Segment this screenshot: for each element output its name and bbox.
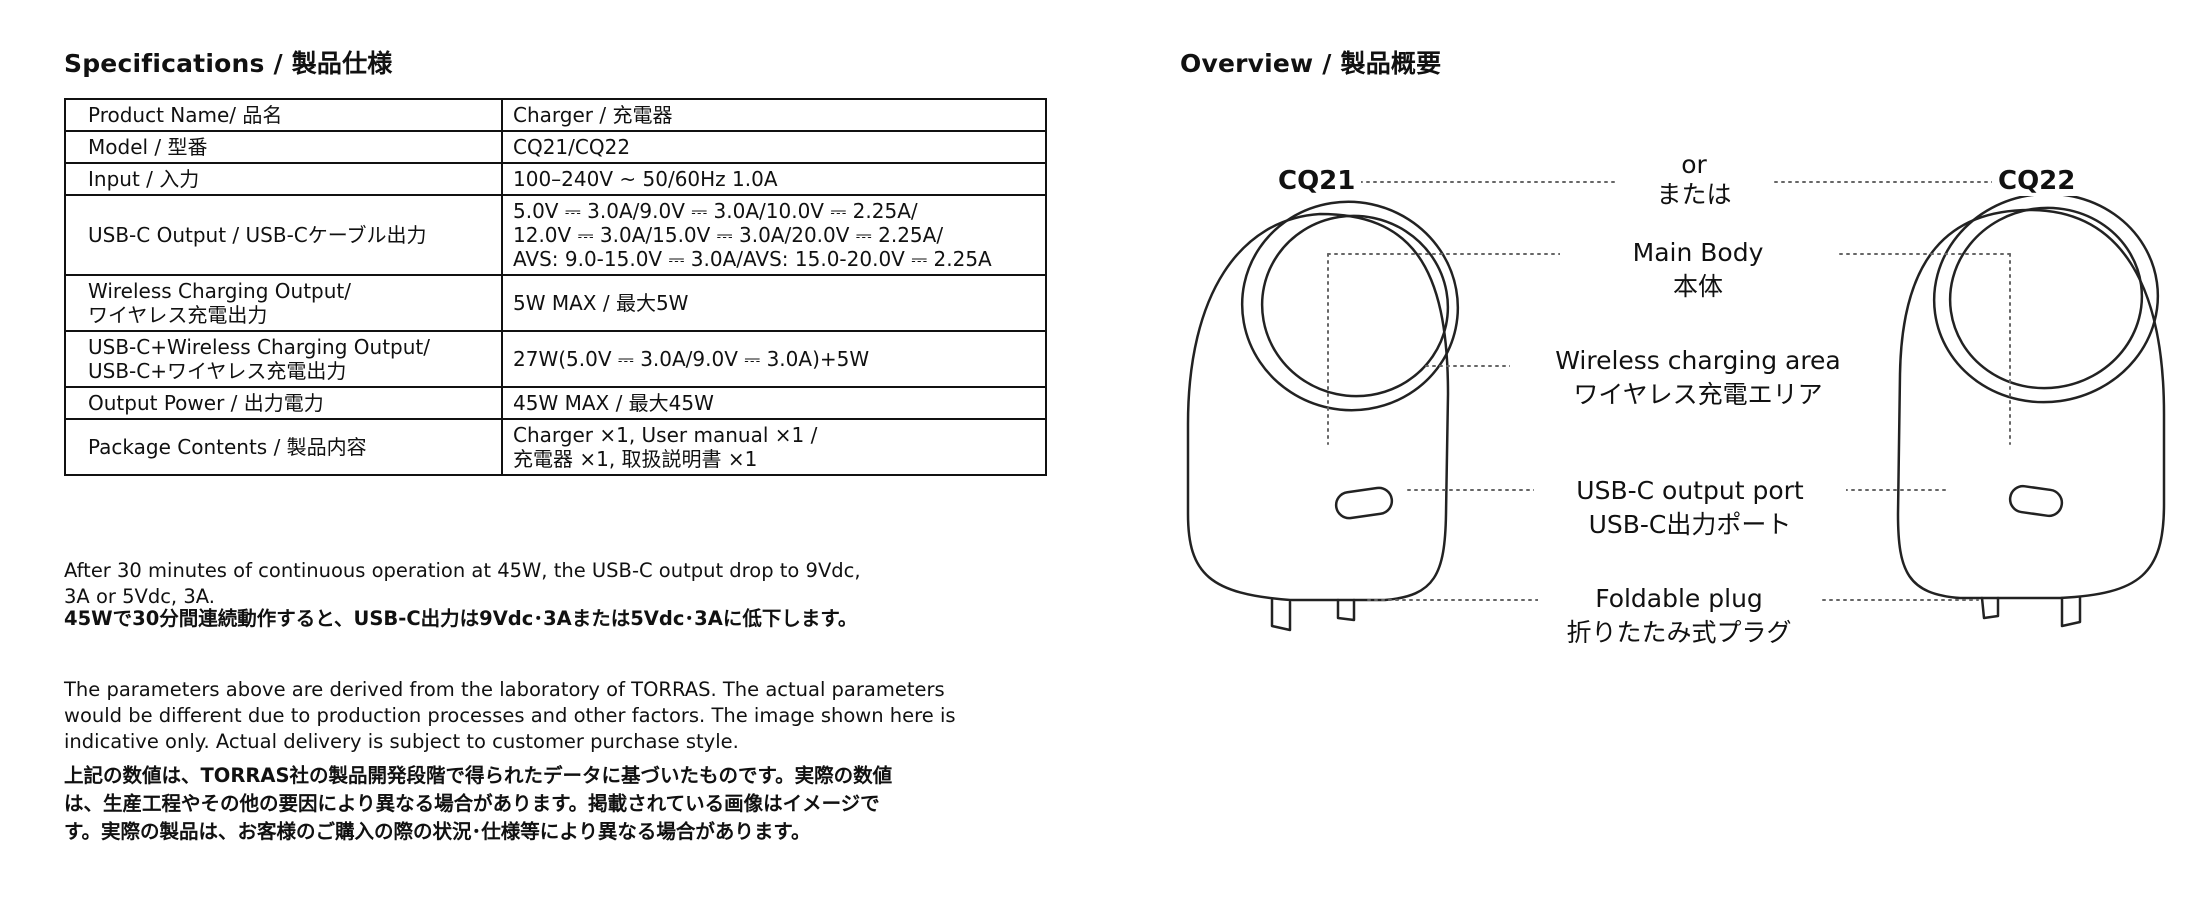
spec-value-line: 充電器 ×1, 取扱説明書 ×1 [513,447,758,471]
label-foldable-plug-en: Foldable plug [1595,584,1763,613]
specifications-title: Specifications / 製品仕様 [64,49,393,78]
spec-value-line: Charger / 充電器 [513,103,673,127]
spec-value-line: 45W MAX / 最大45W [513,391,714,415]
charger-right-illustration [1896,192,2166,628]
spec-row: Output Power / 出力電力 45W MAX / 最大45W [64,386,1047,420]
spec-key: Wireless Charging Output/ ワイヤレス充電出力 [64,274,503,332]
spec-value: Charger / 充電器 [501,98,1047,132]
charger-right-plug-2 [2060,596,2082,628]
charger-diagram [1186,181,2166,632]
label-wireless-area-en: Wireless charging area [1555,346,1841,375]
spec-row: Product Name/ 品名 Charger / 充電器 [64,98,1047,132]
label-main-body-en: Main Body [1632,238,1764,267]
charger-left-ring-inner [1260,214,1450,398]
label-main-body-ja: 本体 [1672,272,1723,301]
label-foldable-plug-ja: 折りたたみ式プラグ [1566,618,1792,647]
label-wireless-area-ja: ワイヤレス充電エリア [1573,380,1823,409]
spec-value: 5.0V ⎓ 3.0A/9.0V ⎓ 3.0A/10.0V ⎓ 2.25A/12… [501,194,1047,276]
charger-right-body [1896,208,2166,600]
label-main-body: Main Body 本体 [1560,236,1836,304]
spec-value: Charger ×1, User manual ×1 /充電器 ×1, 取扱説明… [501,418,1047,476]
spec-value: CQ21/CQ22 [501,130,1047,164]
spec-value-line: 100–240V ~ 50/60Hz 1.0A [513,167,778,191]
spec-value: 100–240V ~ 50/60Hz 1.0A [501,162,1047,196]
charger-right-plug-1 [1980,596,2000,620]
spec-value-line: 5W MAX / 最大5W [513,291,689,315]
spec-value-line: AVS: 9.0-15.0V ⎓ 3.0A/AVS: 15.0-20.0V ⎓ … [513,247,992,271]
model-label-right: CQ22 [1992,166,2082,196]
spec-key: Product Name/ 品名 [64,98,503,132]
spec-key: Output Power / 出力電力 [64,386,503,420]
or-label: or または [1616,148,1772,212]
spec-value-line: CQ21/CQ22 [513,135,631,159]
spec-value-line: 27W(5.0V ⎓ 3.0A/9.0V ⎓ 3.0A)+5W [513,347,870,371]
model-label-left: CQ21 [1272,166,1362,196]
spec-key: Input / 入力 [64,162,503,196]
spec-value: 45W MAX / 最大45W [501,386,1047,420]
charger-left-body [1186,212,1450,602]
output-drop-note-ja: 45Wで30分間連続動作すると、USB-C出力は9Vdc･3Aまたは5Vdc･3… [64,607,858,630]
spec-row: USB-C+Wireless Charging Output/ USB-C+ワイ… [64,330,1047,388]
spec-row: Wireless Charging Output/ ワイヤレス充電出力 5W MA… [64,274,1047,332]
charger-right-ring-inner [1948,206,2144,390]
or-label-ja: または [1656,180,1732,209]
charger-right-ring-outer [1932,192,2160,404]
spec-key: USB-C Output / USB-Cケーブル出力 [64,194,503,276]
overview-section: Overview / 製品概要 [1180,44,2200,884]
charger-left-plug-2 [1336,598,1356,622]
spec-value-line: 12.0V ⎓ 3.0A/15.0V ⎓ 3.0A/20.0V ⎓ 2.25A/ [513,223,944,247]
disclaimer-en: The parameters above are derived from th… [64,678,956,753]
spec-row: Input / 入力 100–240V ~ 50/60Hz 1.0A [64,162,1047,196]
or-label-en: or [1681,150,1707,179]
label-wireless-area: Wireless charging area ワイヤレス充電エリア [1510,344,1886,412]
spec-key: Model / 型番 [64,130,503,164]
disclaimer-ja: 上記の数値は、TORRAS社の製品開発段階で得られたデータに基づいたものです。実… [64,764,893,843]
leader-lines [1327,181,2011,601]
charger-right-usbc-port [2008,484,2064,518]
label-foldable-plug: Foldable plug 折りたたみ式プラグ [1538,582,1820,650]
overview-title: Overview / 製品概要 [1180,49,1442,78]
label-usbc-port: USB-C output port USB-C出力ポート [1534,474,1846,542]
spec-value-line: Charger ×1, User manual ×1 / [513,423,818,447]
label-usbc-port-en: USB-C output port [1576,476,1804,505]
spec-key: USB-C+Wireless Charging Output/ USB-C+ワイ… [64,330,503,388]
charger-left-usbc-port [1334,486,1394,520]
specifications-table: Product Name/ 品名 Charger / 充電器 Model / 型番 C… [64,98,1047,476]
label-usbc-port-ja: USB-C出力ポート [1588,510,1792,539]
spec-value: 5W MAX / 最大5W [501,274,1047,332]
specifications-section: Specifications / 製品仕様 Product Name/ 品名 Ch… [64,44,1064,843]
spec-value: 27W(5.0V ⎓ 3.0A/9.0V ⎓ 3.0A)+5W [501,330,1047,388]
spec-key: Package Contents / 製品内容 [64,418,503,476]
output-drop-note-en: After 30 minutes of continuous operation… [64,559,861,608]
charger-left-illustration [1186,200,1460,632]
spec-value-line: 5.0V ⎓ 3.0A/9.0V ⎓ 3.0A/10.0V ⎓ 2.25A/ [513,199,918,223]
spec-row: Model / 型番 CQ21/CQ22 [64,130,1047,164]
charger-left-plug-1 [1270,598,1292,632]
